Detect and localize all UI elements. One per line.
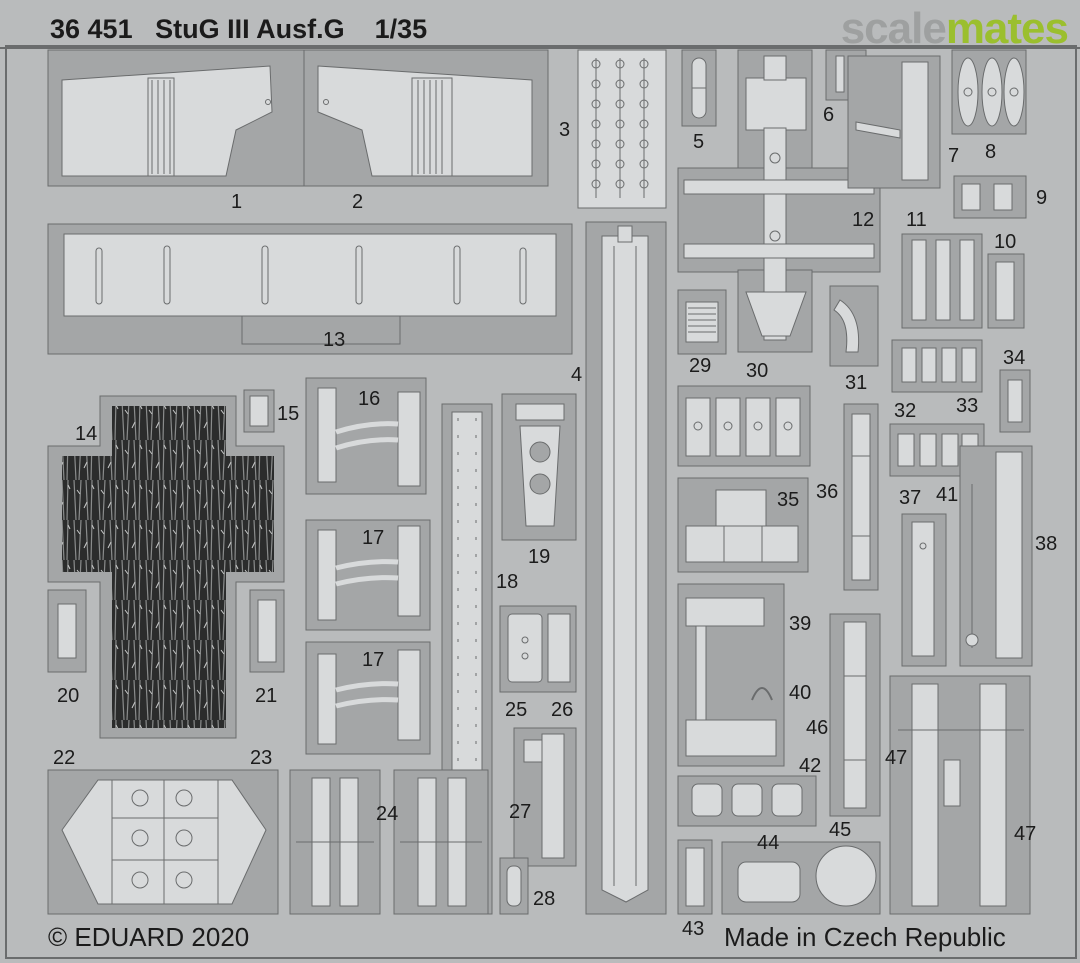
part-44-45 (721, 841, 881, 915)
part-30 (677, 385, 811, 467)
part-33 (891, 339, 983, 393)
label-part-8: 8 (985, 141, 997, 163)
label-part-36: 36 (816, 481, 839, 503)
label-part-41: 41 (936, 484, 959, 506)
part-13 (47, 223, 573, 355)
part-11 (901, 233, 983, 329)
label-part-32: 32 (894, 400, 917, 422)
label-part-30: 30 (746, 360, 769, 382)
label-part-12: 12 (852, 209, 875, 231)
label-part-2: 2 (352, 191, 364, 213)
label-part-27: 27 (509, 801, 532, 823)
part-42 (677, 775, 817, 827)
label-part-17-a: 17 (362, 527, 385, 549)
label-part-17-b: 17 (362, 649, 385, 671)
part-21 (249, 589, 285, 673)
label-part-11: 11 (906, 209, 927, 231)
part-43 (677, 839, 713, 915)
label-part-42: 42 (799, 755, 822, 777)
part-31 (829, 285, 879, 367)
watermark-part-2: mates (945, 4, 1069, 53)
part-17-b (305, 641, 431, 755)
label-part-5: 5 (693, 131, 705, 153)
label-part-25: 25 (505, 699, 528, 721)
part-24-right (393, 769, 489, 915)
label-part-46: 46 (806, 717, 829, 739)
part-25-26 (499, 605, 577, 693)
label-part-28: 28 (533, 888, 556, 910)
part-10 (987, 253, 1025, 329)
part-36 (843, 403, 879, 591)
watermark-part-1: scale (840, 4, 947, 53)
part-27 (513, 727, 577, 867)
label-part-7: 7 (948, 145, 960, 167)
label-part-23: 23 (250, 747, 273, 769)
part-14 (47, 395, 285, 739)
part-2 (303, 49, 549, 187)
label-part-44: 44 (757, 832, 780, 854)
part-35 (677, 477, 809, 573)
title-bar: 36 451 StuG III Ausf.G 1/35 scalemates (0, 0, 1080, 53)
label-part-35: 35 (777, 489, 800, 511)
part-46 (829, 613, 881, 817)
label-part-14: 14 (75, 423, 98, 445)
part-5 (681, 49, 717, 127)
part-12 (677, 49, 881, 353)
label-part-18: 18 (496, 571, 519, 593)
part-4 (585, 221, 667, 915)
label-part-15: 15 (277, 403, 300, 425)
label-part-40: 40 (789, 682, 812, 704)
label-part-43: 43 (682, 918, 705, 940)
part-39-40 (677, 583, 785, 767)
label-part-29: 29 (689, 355, 712, 377)
label-part-1: 1 (231, 191, 243, 213)
part-22-23 (47, 769, 279, 915)
part-20 (47, 589, 87, 673)
part-47 (889, 675, 1031, 915)
label-part-16: 16 (358, 388, 381, 410)
part-28 (499, 857, 529, 915)
label-part-3: 3 (559, 119, 571, 141)
part-38 (959, 445, 1033, 667)
label-part-47-a: 47 (885, 747, 908, 769)
part-29 (677, 289, 727, 355)
part-19 (501, 393, 577, 541)
copyright-notice: © EDUARD 2020 (48, 922, 250, 952)
part-8 (951, 49, 1027, 135)
part-24-left (289, 769, 381, 915)
label-part-34: 34 (1003, 347, 1026, 369)
label-part-37: 37 (899, 487, 922, 509)
part-17-a (305, 519, 431, 631)
label-part-22: 22 (53, 747, 76, 769)
part-3 (577, 49, 667, 209)
label-part-24: 24 (376, 803, 399, 825)
part-7 (847, 55, 941, 189)
scalemates-watermark: scalemates (840, 4, 1069, 54)
part-15 (243, 389, 275, 433)
sheet-title: 36 451 StuG III Ausf.G 1/35 (50, 14, 428, 44)
part-16 (305, 377, 427, 495)
label-part-21: 21 (255, 685, 278, 707)
label-part-9: 9 (1036, 187, 1048, 209)
label-part-39: 39 (789, 613, 812, 635)
label-part-6: 6 (823, 104, 835, 126)
label-part-19: 19 (528, 546, 551, 568)
label-part-13: 13 (323, 329, 346, 351)
sheet-frame (5, 45, 1077, 959)
label-part-26: 26 (551, 699, 574, 721)
label-part-20: 20 (57, 685, 80, 707)
label-part-47-b: 47 (1014, 823, 1037, 845)
part-34 (999, 369, 1031, 433)
label-part-45: 45 (829, 819, 852, 841)
label-part-10: 10 (994, 231, 1017, 253)
origin-notice: Made in Czech Republic (724, 922, 1006, 952)
label-part-4: 4 (571, 364, 583, 386)
part-1 (47, 49, 305, 187)
part-37 (901, 513, 947, 667)
label-part-38: 38 (1035, 533, 1058, 555)
label-part-33: 33 (956, 395, 979, 417)
label-part-31: 31 (845, 372, 868, 394)
part-9 (953, 175, 1027, 219)
